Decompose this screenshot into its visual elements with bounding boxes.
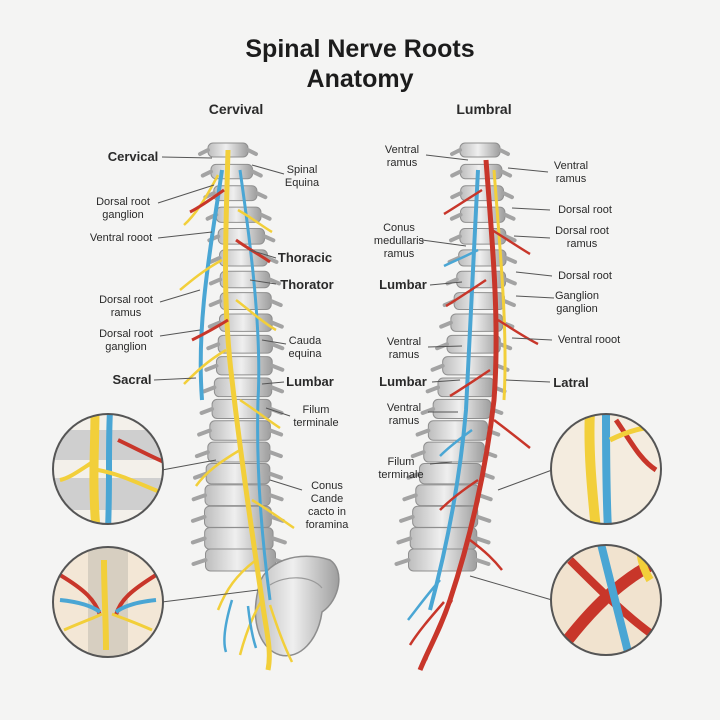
left-spine-process [204,363,285,372]
left-spine-vertebra [213,377,273,398]
inset-right-upper [550,413,662,525]
label-conus-cande: Conus Cande cacto in foramina [305,480,349,531]
label-ganglion-ganglion: Ganglion ganglion [554,290,600,315]
right-spine-process [450,191,514,200]
left-spine-process [191,493,284,502]
label-cervical: Cervical [107,149,159,164]
label-lumbar-center-right-2: Lumbar [379,374,427,389]
left-spine-process [207,320,284,329]
left-sacrum-pelvis [254,555,340,657]
left-spine-process [198,148,258,156]
label-conus-medullaris: Conus medullaris ramus [373,222,425,260]
label-sacral: Sacral [112,372,152,387]
label-dorsal-root-ramus-r: Dorsal root ramus [555,225,609,250]
label-dorsal-root-2: Dorsal root [558,270,612,282]
right-spine-vertebra [412,505,479,528]
page-title-line-1: Spinal Nerve Roots [245,35,475,63]
leader-lines [153,154,555,603]
right-spine-vertebra [432,398,492,419]
right-section-heading: Lumbral [456,101,512,117]
right-spine-process [402,493,493,502]
left-spine-process [202,385,285,394]
label-dorsal-root-1: Dorsal root [558,204,612,216]
label-ventral-ramus-c3: Ventral ramus [386,402,422,427]
left-spine-vertebra [215,356,273,376]
inset-left-lower [52,546,164,658]
right-spine-process [450,148,510,156]
label-ventral-ramus-r1: Ventral ramus [553,160,589,185]
left-spine-process [208,255,279,264]
right-nerves [407,159,539,671]
right-spine-process [449,234,517,243]
label-spinal-equina: Spinal Equina [284,164,320,189]
right-spine-vertebra [427,420,488,441]
inset-left-upper [52,413,164,525]
label-dorsal-root-ramus: Dorsal root ramus [99,294,153,319]
label-cauda-equina: Cauda equina [288,335,322,360]
label-filum-terminale-2: Filum terminale [378,456,424,481]
inset-right-lower [550,544,662,656]
left-spine-process [193,471,284,480]
right-spine-vertebra [459,142,501,158]
right-spine-process [394,558,491,566]
right-spine-vertebra [456,270,507,289]
label-lumbar-center-left: Lumbar [286,374,334,389]
label-ventral-ramus-c1: Ventral ramus [384,144,420,169]
right-spine-process [450,169,513,178]
left-spine-process [208,277,281,286]
label-ventral-ramus-c2: Ventral ramus [386,336,422,361]
page-title-line-2: Anatomy [306,65,414,93]
right-spine-process [399,514,492,523]
left-spine-column [190,142,290,572]
left-spine-process [190,536,287,545]
label-ventral-rooot-r: Ventral rooot [557,334,621,346]
label-lumbar-center-right-1: Lumbar [379,277,427,292]
right-spine-process [396,536,491,545]
left-spine-process [200,169,263,178]
label-dorsal-root-ganglion-2: Dorsal root ganglion [99,328,153,353]
label-thorator: Thorator [280,277,334,292]
left-spine-process [206,342,285,351]
label-dorsal-root-ganglion-1: Dorsal root ganglion [96,196,150,221]
left-section-heading: Cervival [208,101,264,117]
label-ventral-rooot: Ventral rooot [89,232,153,244]
label-filum-terminale-1: Filum terminale [293,404,339,429]
right-spine-process [449,212,516,221]
left-nerves [179,149,295,671]
label-thoracic: Thoracic [277,250,333,265]
left-spine-process [208,299,283,308]
left-spine-process [194,450,283,459]
right-spine-vertebra [446,334,501,354]
label-latral: Latral [553,375,589,390]
left-spine-process [197,428,284,437]
